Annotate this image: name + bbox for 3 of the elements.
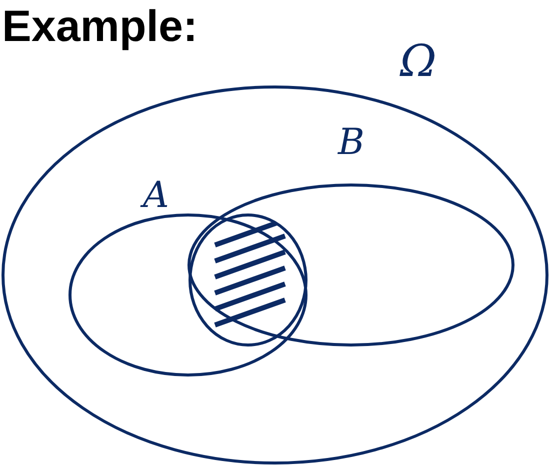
set-label: Ω: [400, 40, 436, 84]
title: Example:: [2, 2, 198, 52]
set-label: B: [338, 125, 364, 161]
